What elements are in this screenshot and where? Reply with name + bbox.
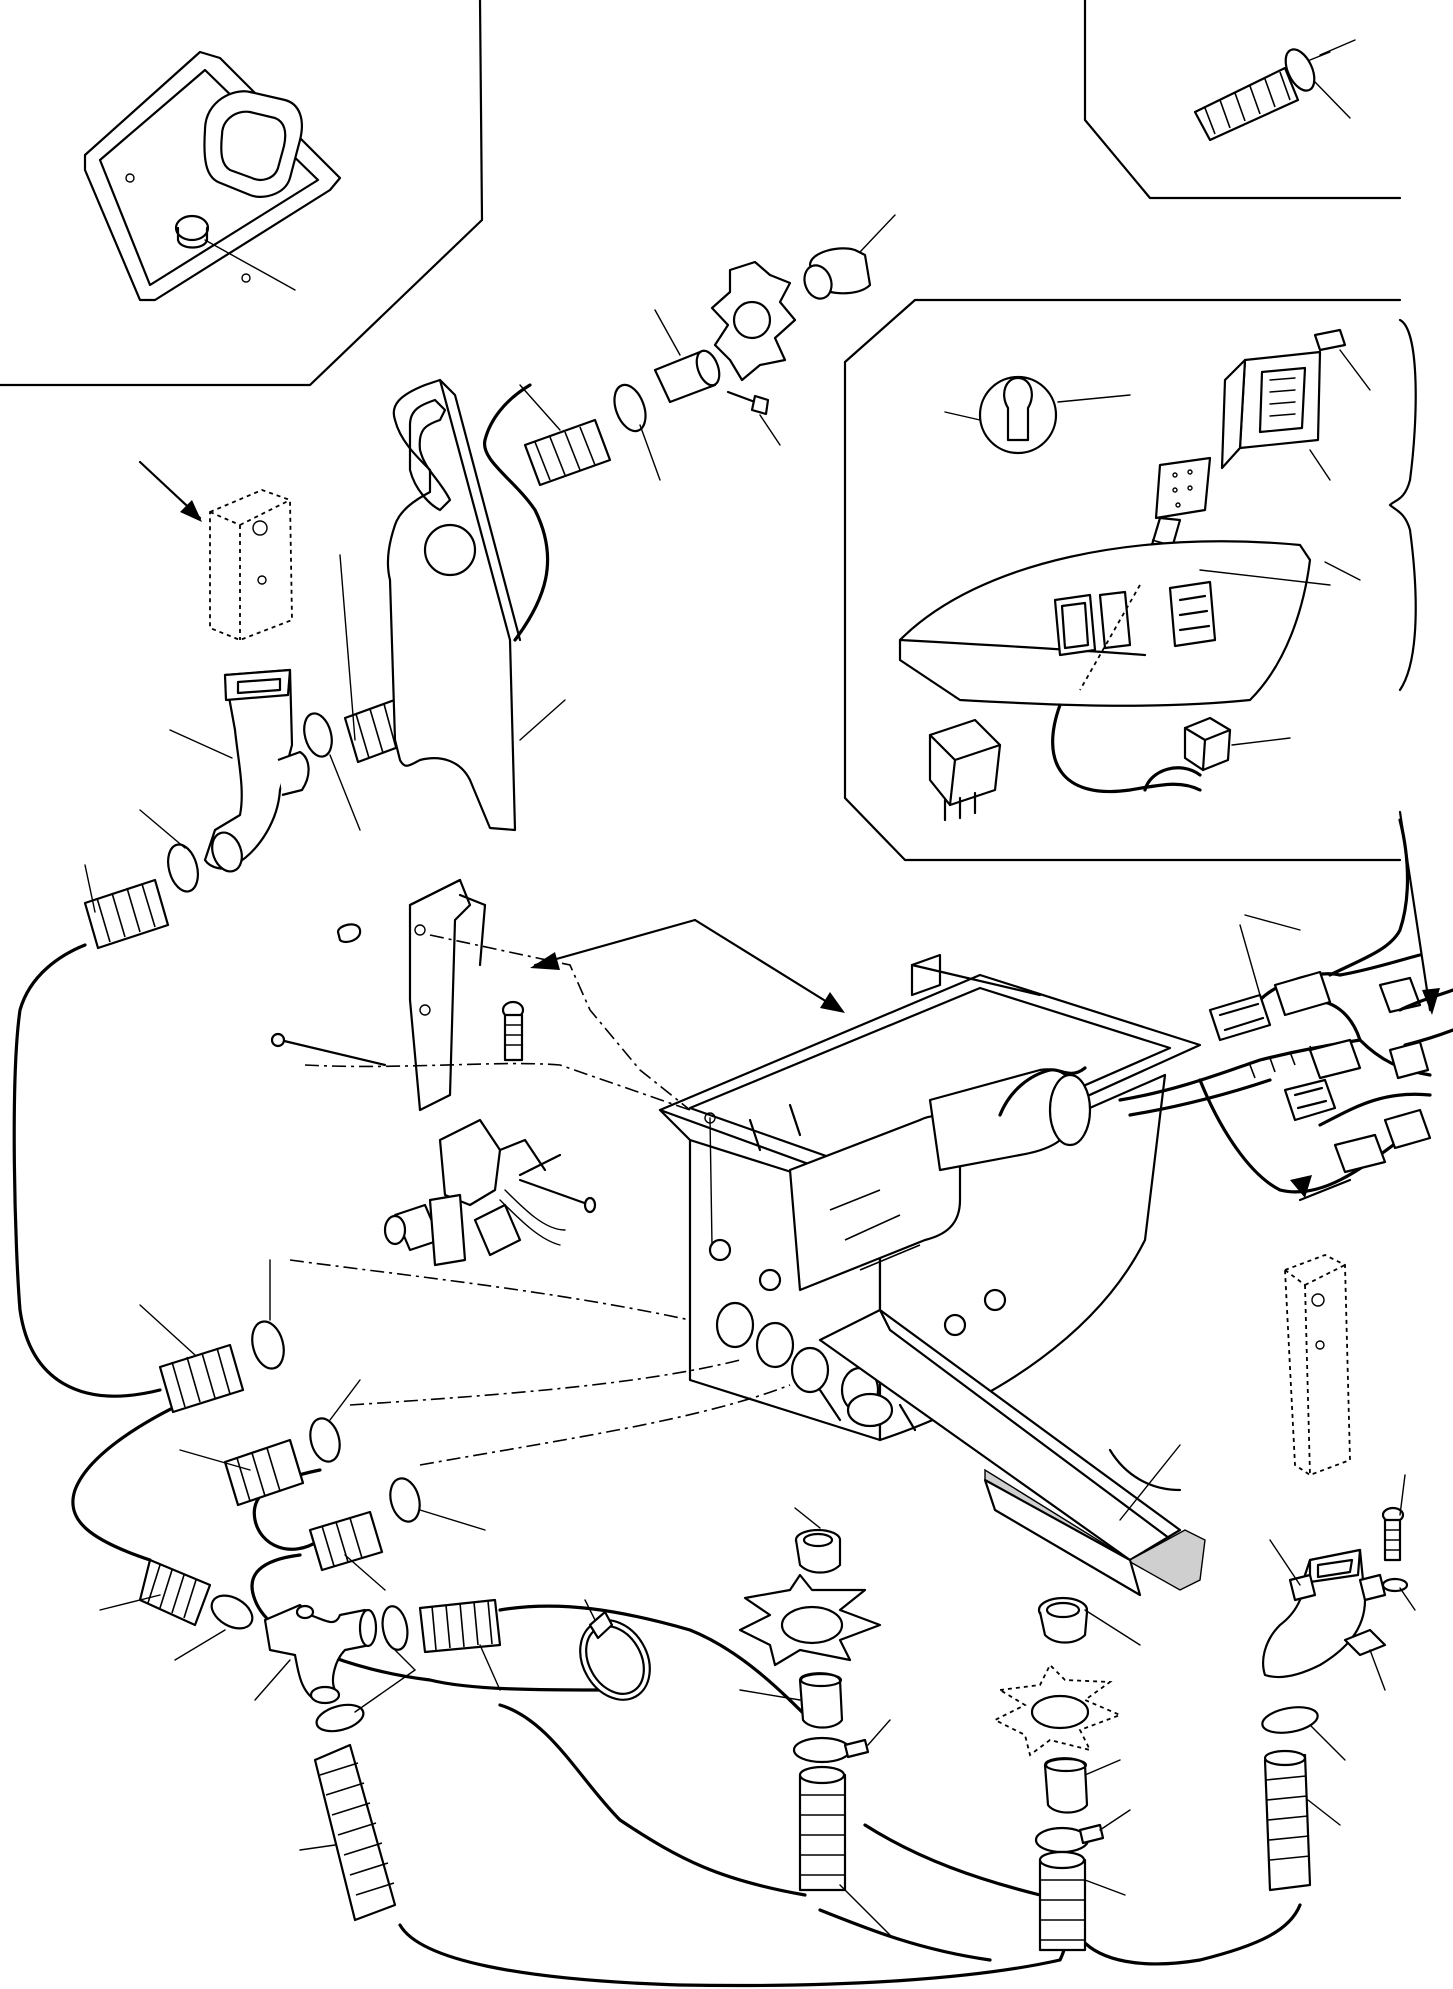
floor-outlet-left: [738, 1507, 891, 1936]
hose-routes: [12, 943, 1302, 1988]
inset-hose-clamp: [1193, 39, 1356, 142]
inset-duct-outlet: [83, 50, 342, 302]
inset-switch-panel: [898, 318, 1417, 822]
wiring-harness: [1118, 810, 1453, 1202]
hose-y-piece: [99, 1558, 502, 1922]
inset-frames: [0, 0, 1402, 862]
valve-inlet-parts: [519, 214, 896, 487]
air-duct-channel: [818, 1308, 1206, 1597]
defroster-duct-left: [83, 460, 414, 950]
floor-outlet-right: [992, 1596, 1141, 1952]
leader-arrows: [304, 918, 845, 1111]
mounting-bracket: [386, 378, 566, 832]
hose-clamp-set-3: [308, 1477, 486, 1591]
hose-clamp-set-2: [179, 1379, 361, 1507]
large-hose-clamp: [579, 1599, 651, 1701]
heater-unit: [658, 953, 1202, 1442]
defroster-duct-right: [1261, 1254, 1416, 1892]
hose-clamp-set-1: [139, 1259, 285, 1414]
valve-bracket: [270, 878, 597, 1267]
